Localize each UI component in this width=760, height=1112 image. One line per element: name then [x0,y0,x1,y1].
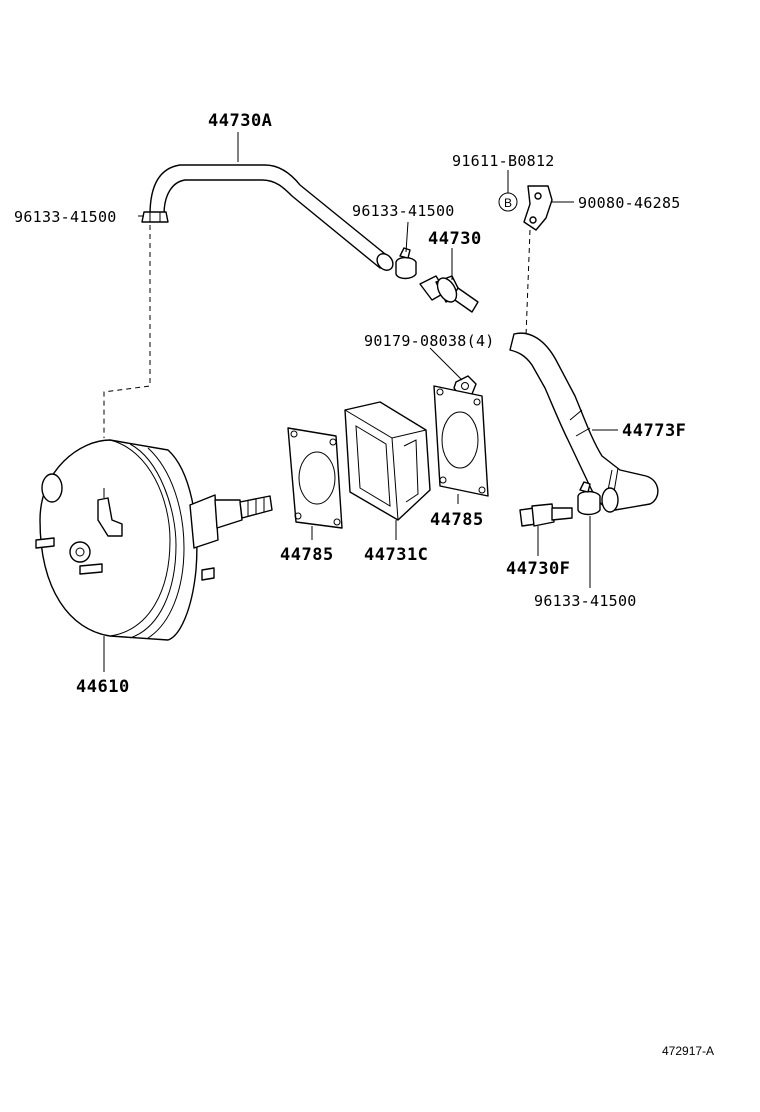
label-check-valve: 44730 [428,229,482,249]
check-valve [419,275,479,313]
hose-clamp-left [141,211,169,223]
label-gasket-right: 44785 [430,510,484,530]
hose-clamp-middle [395,247,417,280]
label-clamp-left: 96133-41500 [14,208,117,226]
label-hose-upper: 44730A [208,111,272,131]
brake-booster [35,439,273,641]
label-union-lower: 44730F [506,559,570,579]
label-bolt-b: 91611-B0812 [452,152,555,170]
leader-lines [103,132,618,672]
vacuum-hose-upper [149,164,394,271]
gasket-left [287,427,343,529]
dashed-connector-right [525,229,531,337]
dashed-connector-left [103,225,151,438]
label-nut: 90179-08038(4) [364,332,495,350]
label-clip: 90080-46285 [578,194,681,212]
vacuum-hose-lower [509,332,659,513]
label-clamp-middle: 96133-41500 [352,202,455,220]
label-b-marker: B [504,196,512,210]
label-gasket-left: 44785 [280,545,334,565]
label-clamp-lower: 96133-41500 [534,592,637,610]
label-hose-lower: 44773F [622,421,686,441]
label-booster: 44610 [76,677,130,697]
reference-code: 472917-A [662,1044,714,1058]
spacer-block [344,401,431,521]
hose-clip [523,185,553,231]
label-spacer: 44731C [364,545,428,565]
union-fitting-lower [519,503,573,527]
hose-clamp-lower [577,481,601,516]
gasket-right [433,385,489,497]
